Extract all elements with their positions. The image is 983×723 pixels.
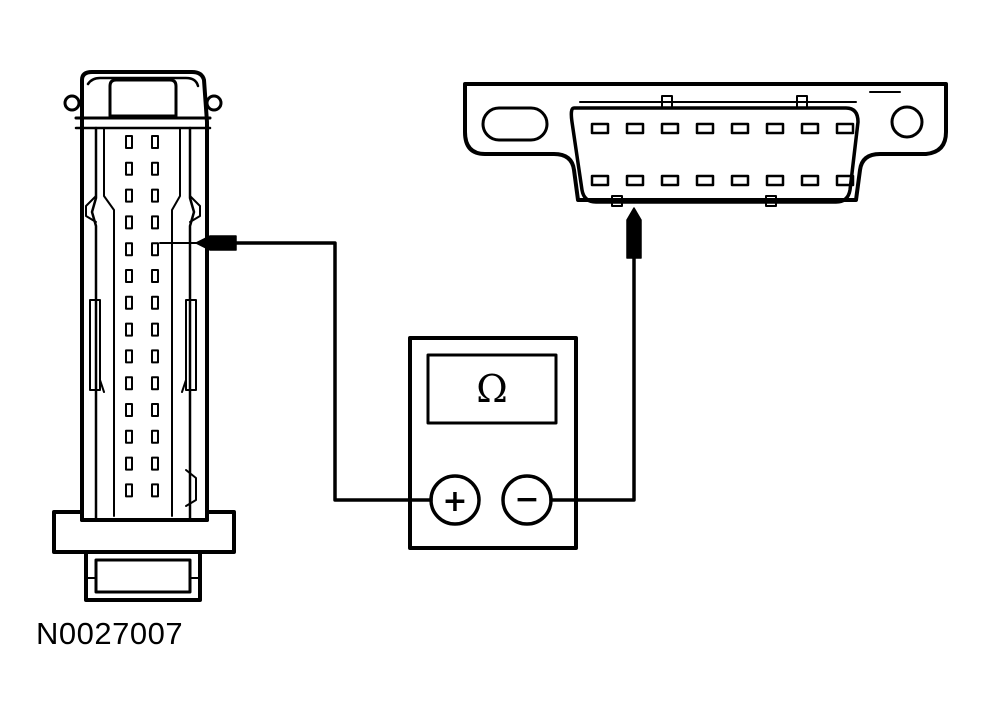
pin-cavity [151, 403, 159, 417]
dlc-pin-cavity [695, 122, 715, 135]
dlc-pin-cavity [730, 174, 750, 187]
pin-cavity [125, 188, 133, 203]
pin-cavity [125, 161, 133, 176]
negative-terminal-label: − [514, 482, 539, 517]
probe-negative [626, 207, 642, 259]
data-link-connector [463, 82, 948, 207]
pin-cavity [151, 135, 159, 149]
dlc-pin-cavity [800, 174, 820, 187]
pin-cavity [125, 483, 133, 498]
pin-cavity [151, 429, 159, 444]
pin-cavity [151, 188, 159, 203]
pin-cavity [125, 215, 133, 230]
dlc-pin-cavity [765, 122, 785, 135]
pin-cavity [125, 295, 133, 310]
probe-positive [195, 235, 237, 251]
pin-cavity [151, 161, 159, 176]
pin-cavity [125, 242, 133, 257]
ohmmeter [408, 336, 578, 550]
dlc-pin-cavity [590, 122, 610, 135]
pin-cavity [151, 295, 159, 310]
dlc-pin-cavity [660, 174, 680, 187]
dlc-pin-cavity [835, 174, 855, 187]
dlc-pin-cavity [695, 174, 715, 187]
meter-display [426, 353, 558, 425]
dlc-pin-cavity [730, 122, 750, 135]
pin-cavity [151, 456, 159, 471]
dlc-pin-cavity [625, 122, 645, 135]
negative-lead [549, 256, 636, 502]
harness-connector [52, 70, 236, 602]
pin-cavities [125, 135, 159, 498]
pin-cavity [151, 322, 159, 337]
pin-cavity [125, 429, 133, 444]
pin-cavity [151, 483, 159, 498]
positive-terminal-label: + [442, 484, 467, 519]
pin-cavity [151, 269, 159, 283]
figure-id: N0027007 [36, 616, 184, 651]
pin-cavity [125, 135, 133, 149]
pin-cavity [125, 376, 133, 391]
pin-cavity [125, 456, 133, 471]
dlc-pin-cavity [660, 122, 680, 135]
dlc-pin-cavities [590, 122, 855, 187]
pin-cavity [151, 242, 159, 257]
dlc-pin-cavity [835, 122, 855, 135]
meter-symbol: Ω [476, 367, 508, 411]
dlc-pin-cavity [765, 174, 785, 187]
pin-cavity [125, 349, 133, 364]
positive-lead [231, 241, 433, 502]
pin-cavity [125, 269, 133, 283]
pin-cavity [151, 349, 159, 364]
meter-body [408, 336, 578, 550]
dlc-pin-cavity [590, 174, 610, 187]
dlc-pin-cavity [800, 122, 820, 135]
test-leads [159, 241, 636, 502]
pin-cavity [125, 322, 133, 337]
dlc-pin-cavity [625, 174, 645, 187]
pin-cavity [125, 403, 133, 417]
pin-cavity [151, 376, 159, 391]
pin-cavity [151, 215, 159, 230]
